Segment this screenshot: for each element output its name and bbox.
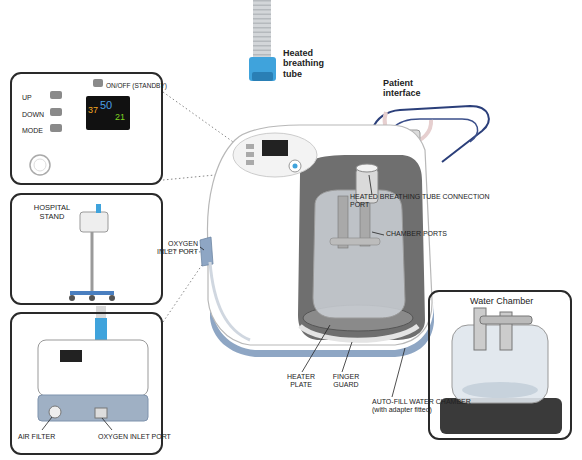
filter-inset: AIR FILTEROXYGEN INLET PORT [10,312,163,455]
part-label: OXYGEN INLET PORT [150,240,198,256]
button-label: UP [22,94,32,102]
stand-inset: HOSPITAL STAND [10,193,163,305]
water-chamber [440,308,562,434]
part-label: FINGER GUARD [325,373,367,389]
button-label: MODE [22,127,43,135]
control-inset: UPDOWNMODEON/OFF (STANDBY)375021 [10,72,163,185]
display-value: 50 [100,99,112,112]
display-screen: 375021 [86,96,130,130]
heated-tube [249,0,276,81]
part-label: CHAMBER PORTS [386,230,447,238]
part-label: AIR FILTER [18,433,55,441]
button-label: ON/OFF (STANDBY) [106,82,167,89]
chamber-inset: Water Chamber [428,290,572,440]
button-label: DOWN [22,111,44,119]
humidifier-device [200,125,434,357]
display-value: 21 [115,112,125,122]
part-label: HEATER PLATE [280,373,322,389]
part-label: Patient interface [383,78,433,99]
part-label: OXYGEN INLET PORT [98,433,171,441]
inset-title: Water Chamber [470,296,533,306]
hospital-stand [69,204,115,301]
display-value: 37 [88,105,98,115]
inset-title: HOSPITAL STAND [24,204,80,221]
label-leader [200,175,405,397]
part-label: HEATED BREATHING TUBE CONNECTION PORT [350,193,500,209]
part-label: AUTO-FILL WATER CHAMBER (with adapter fi… [372,398,484,414]
part-label: Heated breathing tube [283,48,329,79]
device-rear [38,306,148,430]
